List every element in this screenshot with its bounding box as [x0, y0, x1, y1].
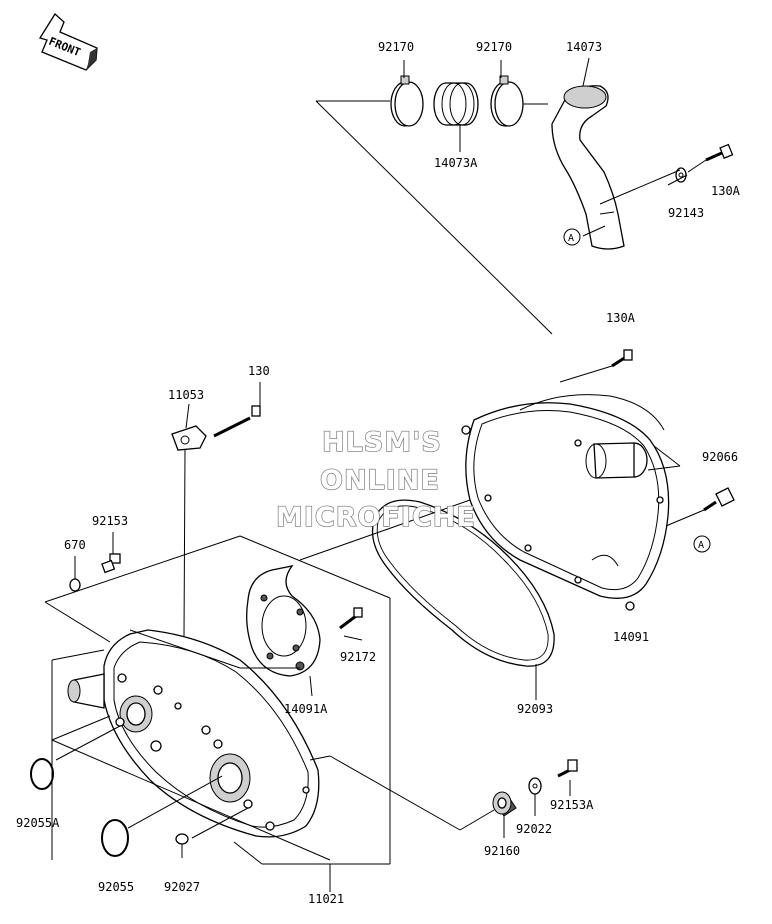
bolt-130A-top-icon — [705, 143, 734, 162]
callout-130: 130 — [248, 364, 270, 378]
clamp-92170-left-icon — [390, 75, 424, 127]
washer-92022-icon — [528, 777, 542, 816]
callout-92093: 92093 — [517, 702, 553, 716]
callout-92160: 92160 — [484, 844, 520, 858]
ref-A-top-label: A — [568, 233, 574, 244]
callout-11053: 11053 — [168, 388, 204, 402]
ref-A-bottom-label: A — [698, 540, 704, 551]
watermark-line-1: HLSM'S — [322, 427, 442, 458]
callout-130A-top: 130A — [711, 184, 741, 198]
callout-14073A: 14073A — [434, 156, 478, 170]
bracket-11053-icon — [171, 403, 207, 637]
bushing-92160-icon — [492, 791, 517, 838]
reference-circle-top: A — [563, 228, 581, 246]
callout-92153A: 92153A — [550, 798, 594, 812]
callout-92170-right: 92170 — [476, 40, 512, 54]
fitting-92066-icon — [647, 445, 735, 527]
callout-14091: 14091 — [613, 630, 649, 644]
callout-92153: 92153 — [92, 514, 128, 528]
bolt-92153-icon — [101, 532, 121, 574]
bolt-92172-icon — [339, 607, 363, 641]
callout-92027: 92027 — [164, 880, 200, 894]
watermark-line-2: ONLINE — [320, 465, 440, 496]
gasket-92093-icon — [371, 499, 555, 667]
callout-92055A: 92055A — [16, 816, 60, 830]
callout-14091A: 14091A — [284, 702, 328, 716]
callout-130A-mid: 130A — [606, 311, 636, 325]
callout-92055: 92055 — [98, 880, 134, 894]
duct-14073-icon — [551, 85, 625, 250]
callout-11021: 11021 — [308, 892, 344, 906]
outer-cover-14091-icon — [461, 349, 670, 611]
o-ring-92055A-icon — [30, 758, 54, 790]
callout-92022: 92022 — [516, 822, 552, 836]
clamp-92170-right-icon — [490, 75, 524, 127]
watermark-line-3: MICROFICHE — [276, 502, 476, 533]
shield-14091A-icon — [246, 565, 321, 697]
callout-92170-left: 92170 — [378, 40, 414, 54]
intake-duct-assembly — [315, 57, 734, 335]
callout-670: 670 — [64, 538, 86, 552]
callout-14073: 14073 — [566, 40, 602, 54]
bolt-92153A-icon — [557, 759, 578, 796]
callout-92066: 92066 — [702, 450, 738, 464]
o-ring-670-icon — [69, 578, 81, 592]
plug-92027-icon — [175, 833, 189, 858]
assembly-frame — [44, 499, 495, 892]
bolt-130-icon — [213, 382, 261, 438]
sleeve-14073A-icon — [433, 82, 479, 126]
callout-92172: 92172 — [340, 650, 376, 664]
o-ring-92055-icon — [101, 819, 129, 857]
front-arrow-icon: FRONT — [38, 13, 98, 71]
callout-92143: 92143 — [668, 206, 704, 220]
reference-circle-bottom: A — [693, 535, 711, 553]
